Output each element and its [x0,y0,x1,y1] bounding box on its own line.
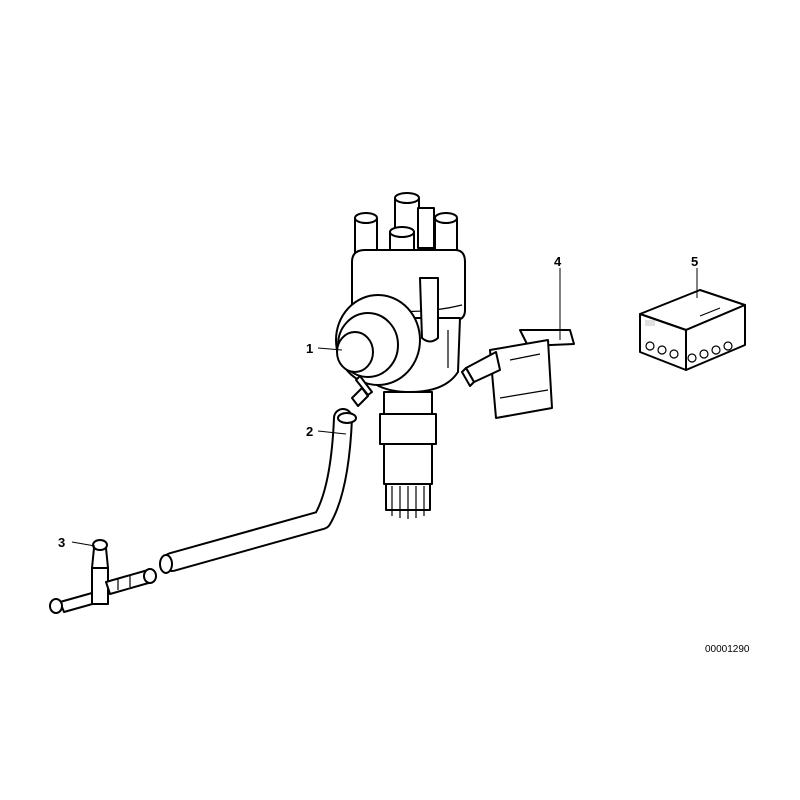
callout-4: 4 [554,254,562,269]
vacuum-hose[interactable] [159,408,357,574]
callout-3: 3 [58,535,65,550]
distributor-shaft-upper [383,391,433,415]
distributor-shaft-collar [379,413,437,445]
callout-1: 1 [306,341,313,356]
callout-5: 5 [691,254,698,269]
diagram-reference-number: 00001290 [705,644,750,655]
hose-end-upper [337,412,357,424]
parts-box[interactable] [639,289,746,371]
vacuum-advance-unit[interactable] [335,294,421,407]
t-connector[interactable] [49,539,157,614]
bracket-cover[interactable] [461,329,575,419]
cap-clip [419,277,439,343]
callout-2: 2 [306,424,313,439]
distributor-shaft-lower [383,443,433,485]
gear-teeth [391,486,425,519]
distributor[interactable] [335,192,466,519]
box-label-circles [645,341,733,363]
vacuum-nipple [351,387,369,407]
callout-leaders [71,268,698,547]
hose-end-lower [159,554,173,574]
